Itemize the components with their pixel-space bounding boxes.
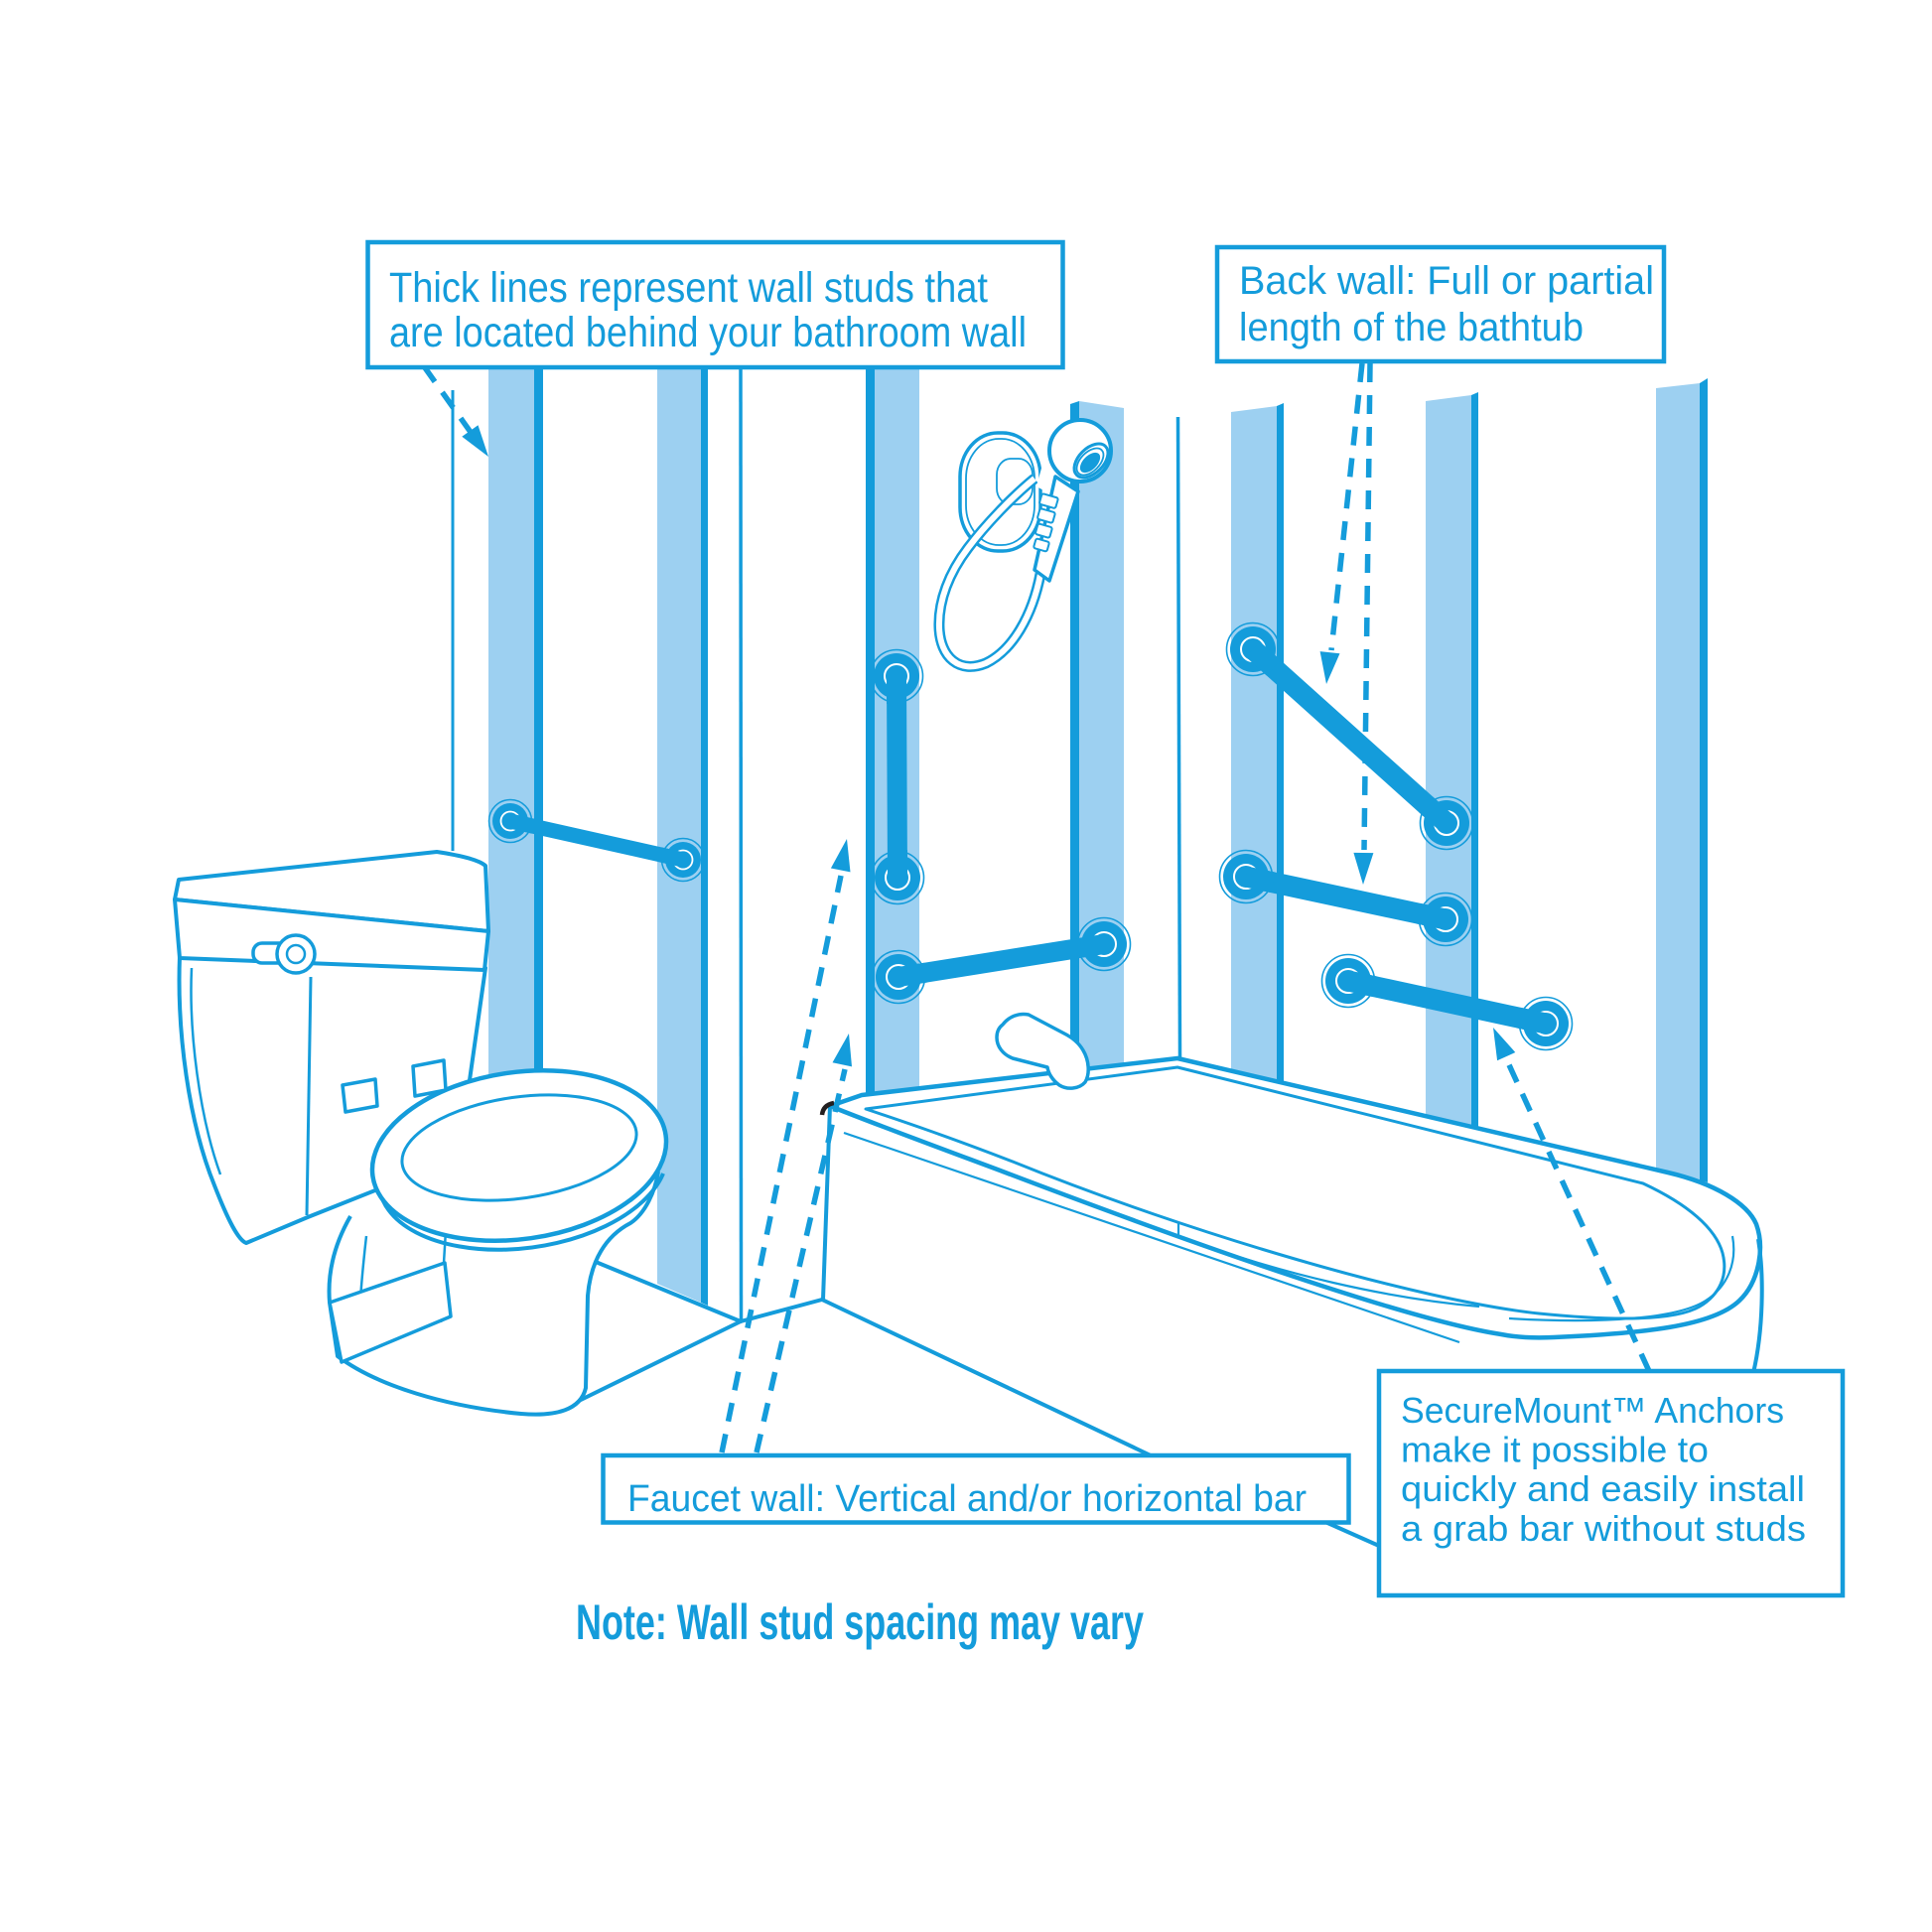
svg-text:Thick lines represent wall stu: Thick lines represent wall studs that — [389, 264, 988, 312]
svg-text:SecureMount™ Anchors: SecureMount™ Anchors — [1401, 1390, 1784, 1431]
svg-text:Faucet wall: Vertical and/or h: Faucet wall: Vertical and/or horizontal … — [627, 1478, 1307, 1520]
svg-text:make it possible to: make it possible to — [1401, 1430, 1709, 1470]
svg-text:a grab bar without studs: a grab bar without studs — [1401, 1508, 1806, 1549]
svg-text:length of the bathtub: length of the bathtub — [1239, 306, 1584, 349]
svg-text:quickly and easily install: quickly and easily install — [1401, 1468, 1805, 1509]
svg-text:Note: Wall stud spacing may va: Note: Wall stud spacing may vary — [576, 1594, 1144, 1650]
svg-text:Back wall: Full or partial: Back wall: Full or partial — [1239, 259, 1654, 303]
svg-text:are located behind your bathro: are located behind your bathroom wall — [389, 309, 1027, 356]
